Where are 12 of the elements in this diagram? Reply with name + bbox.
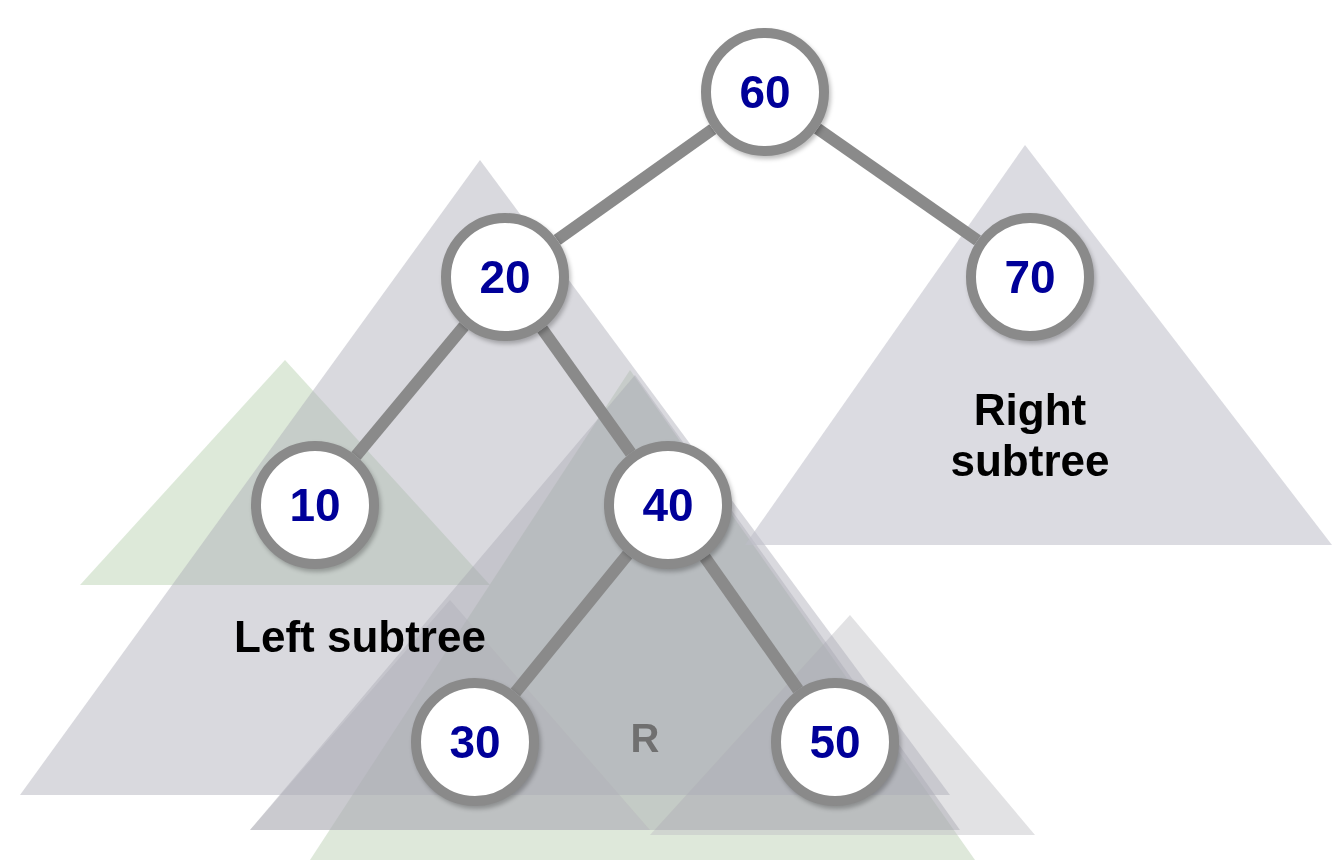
subtree-label: R (629, 715, 661, 761)
node-value: 70 (1004, 254, 1056, 300)
subtree-label: Left subtree (233, 612, 487, 663)
node-value: 40 (642, 482, 694, 528)
node-value: 10 (289, 482, 341, 528)
subtree-label: Right subtree (949, 385, 1111, 487)
node-value: 60 (739, 69, 791, 115)
node-value: 20 (479, 254, 531, 300)
tree-edge (510, 550, 633, 697)
node-value: 30 (449, 719, 501, 765)
tree-edge (351, 322, 469, 460)
node-value: 50 (809, 719, 861, 765)
